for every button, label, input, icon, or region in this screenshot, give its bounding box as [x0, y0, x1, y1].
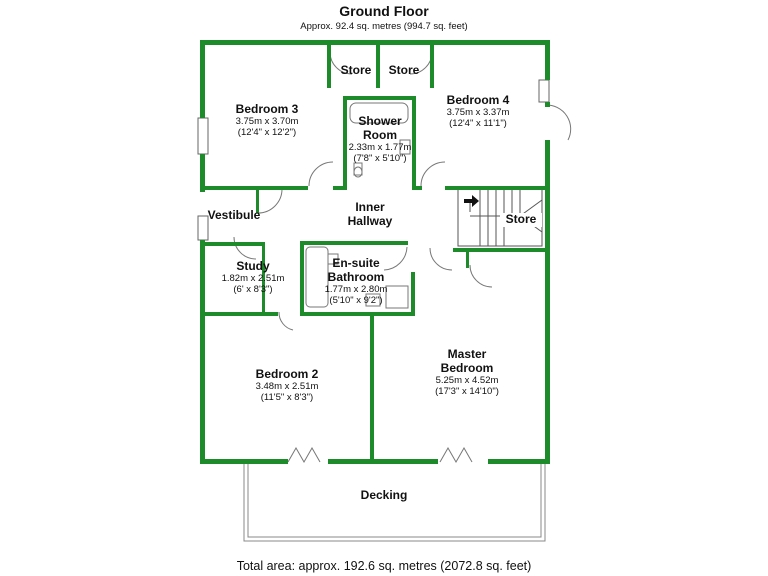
room-dim-metric: 1.82m x 2.51m [221, 272, 285, 284]
plan-title: Ground Floor [339, 3, 429, 19]
room-name-line1: Master [447, 347, 487, 361]
room-dim-imperial: (12'4" x 12'2") [237, 126, 297, 138]
room-master-bedroom: Master Bedroom 5.25m x 4.52m (17'3" x 14… [412, 347, 522, 397]
room-name: Vestibule [207, 208, 261, 222]
room-dim-imperial: (11'5" x 8'3") [260, 391, 314, 403]
room-name: Study [236, 259, 270, 273]
room-study: Study 1.82m x 2.51m (6' x 8'3") [206, 259, 300, 296]
room-name-line2: Hallway [347, 213, 393, 228]
room-bedroom-3: Bedroom 3 3.75m x 3.70m (12'4" x 12'2") [212, 102, 322, 139]
room-dim-imperial: (7'8" x 5'10") [353, 152, 407, 164]
plan-header: Ground Floor Approx. 92.4 sq. metres (99… [0, 3, 768, 32]
room-bedroom-4: Bedroom 4 3.75m x 3.37m (12'4" x 11'1") [428, 93, 528, 130]
room-store-right: Store [380, 63, 428, 78]
room-dim-imperial: (12'4" x 11'1") [449, 117, 507, 129]
room-dim-imperial: (5'10" x 9'2") [329, 294, 383, 306]
room-store-stair: Store [500, 212, 542, 227]
bathroom-fittings [305, 102, 411, 309]
room-name-line2: Room [363, 127, 397, 142]
room-name-line1: En-suite [332, 256, 380, 270]
area-decking: Decking [334, 488, 434, 503]
room-en-suite-bathroom: En-suite Bathroom 1.77m x 2.80m (5'10" x… [314, 256, 398, 306]
room-name-line1: Shower [358, 114, 402, 128]
stair-direction-arrow-icon [464, 195, 479, 207]
total-area-note: Total area: approx. 192.6 sq. metres (20… [236, 559, 532, 573]
room-name: Bedroom 4 [446, 93, 510, 107]
room-vestibule: Vestibule [204, 208, 264, 223]
decking-outline [243, 462, 546, 542]
room-dim-imperial: (17'3" x 14'10") [435, 385, 499, 397]
plan-subtitle: Approx. 92.4 sq. metres (994.7 sq. feet) [300, 21, 468, 32]
room-name: Bedroom 2 [255, 367, 319, 381]
room-name: Store [388, 63, 420, 77]
room-name: Store [340, 63, 372, 77]
room-name-line1: Inner [355, 200, 385, 214]
room-name: Store [505, 212, 537, 226]
room-shower-room: Shower Room 2.33m x 1.77m (7'8" x 5'10") [342, 114, 418, 164]
room-dim-metric: 3.48m x 2.51m [255, 380, 319, 392]
room-inner-hallway: Inner Hallway [330, 200, 410, 229]
room-dim-metric: 3.75m x 3.70m [235, 115, 299, 127]
room-dim-metric: 3.75m x 3.37m [446, 106, 510, 118]
room-dim-metric: 5.25m x 4.52m [435, 374, 499, 386]
area-name: Decking [360, 488, 408, 502]
room-name-line2: Bathroom [327, 269, 385, 284]
room-name: Bedroom 3 [235, 102, 299, 116]
room-name-line2: Bedroom [440, 360, 494, 375]
room-dim-imperial: (6' x 8'3") [233, 283, 273, 295]
room-store-left: Store [332, 63, 380, 78]
room-bedroom-2: Bedroom 2 3.48m x 2.51m (11'5" x 8'3") [232, 367, 342, 404]
room-dim-metric: 2.33m x 1.77m [348, 141, 412, 153]
room-dim-metric: 1.77m x 2.80m [324, 283, 388, 295]
walls [200, 40, 550, 464]
